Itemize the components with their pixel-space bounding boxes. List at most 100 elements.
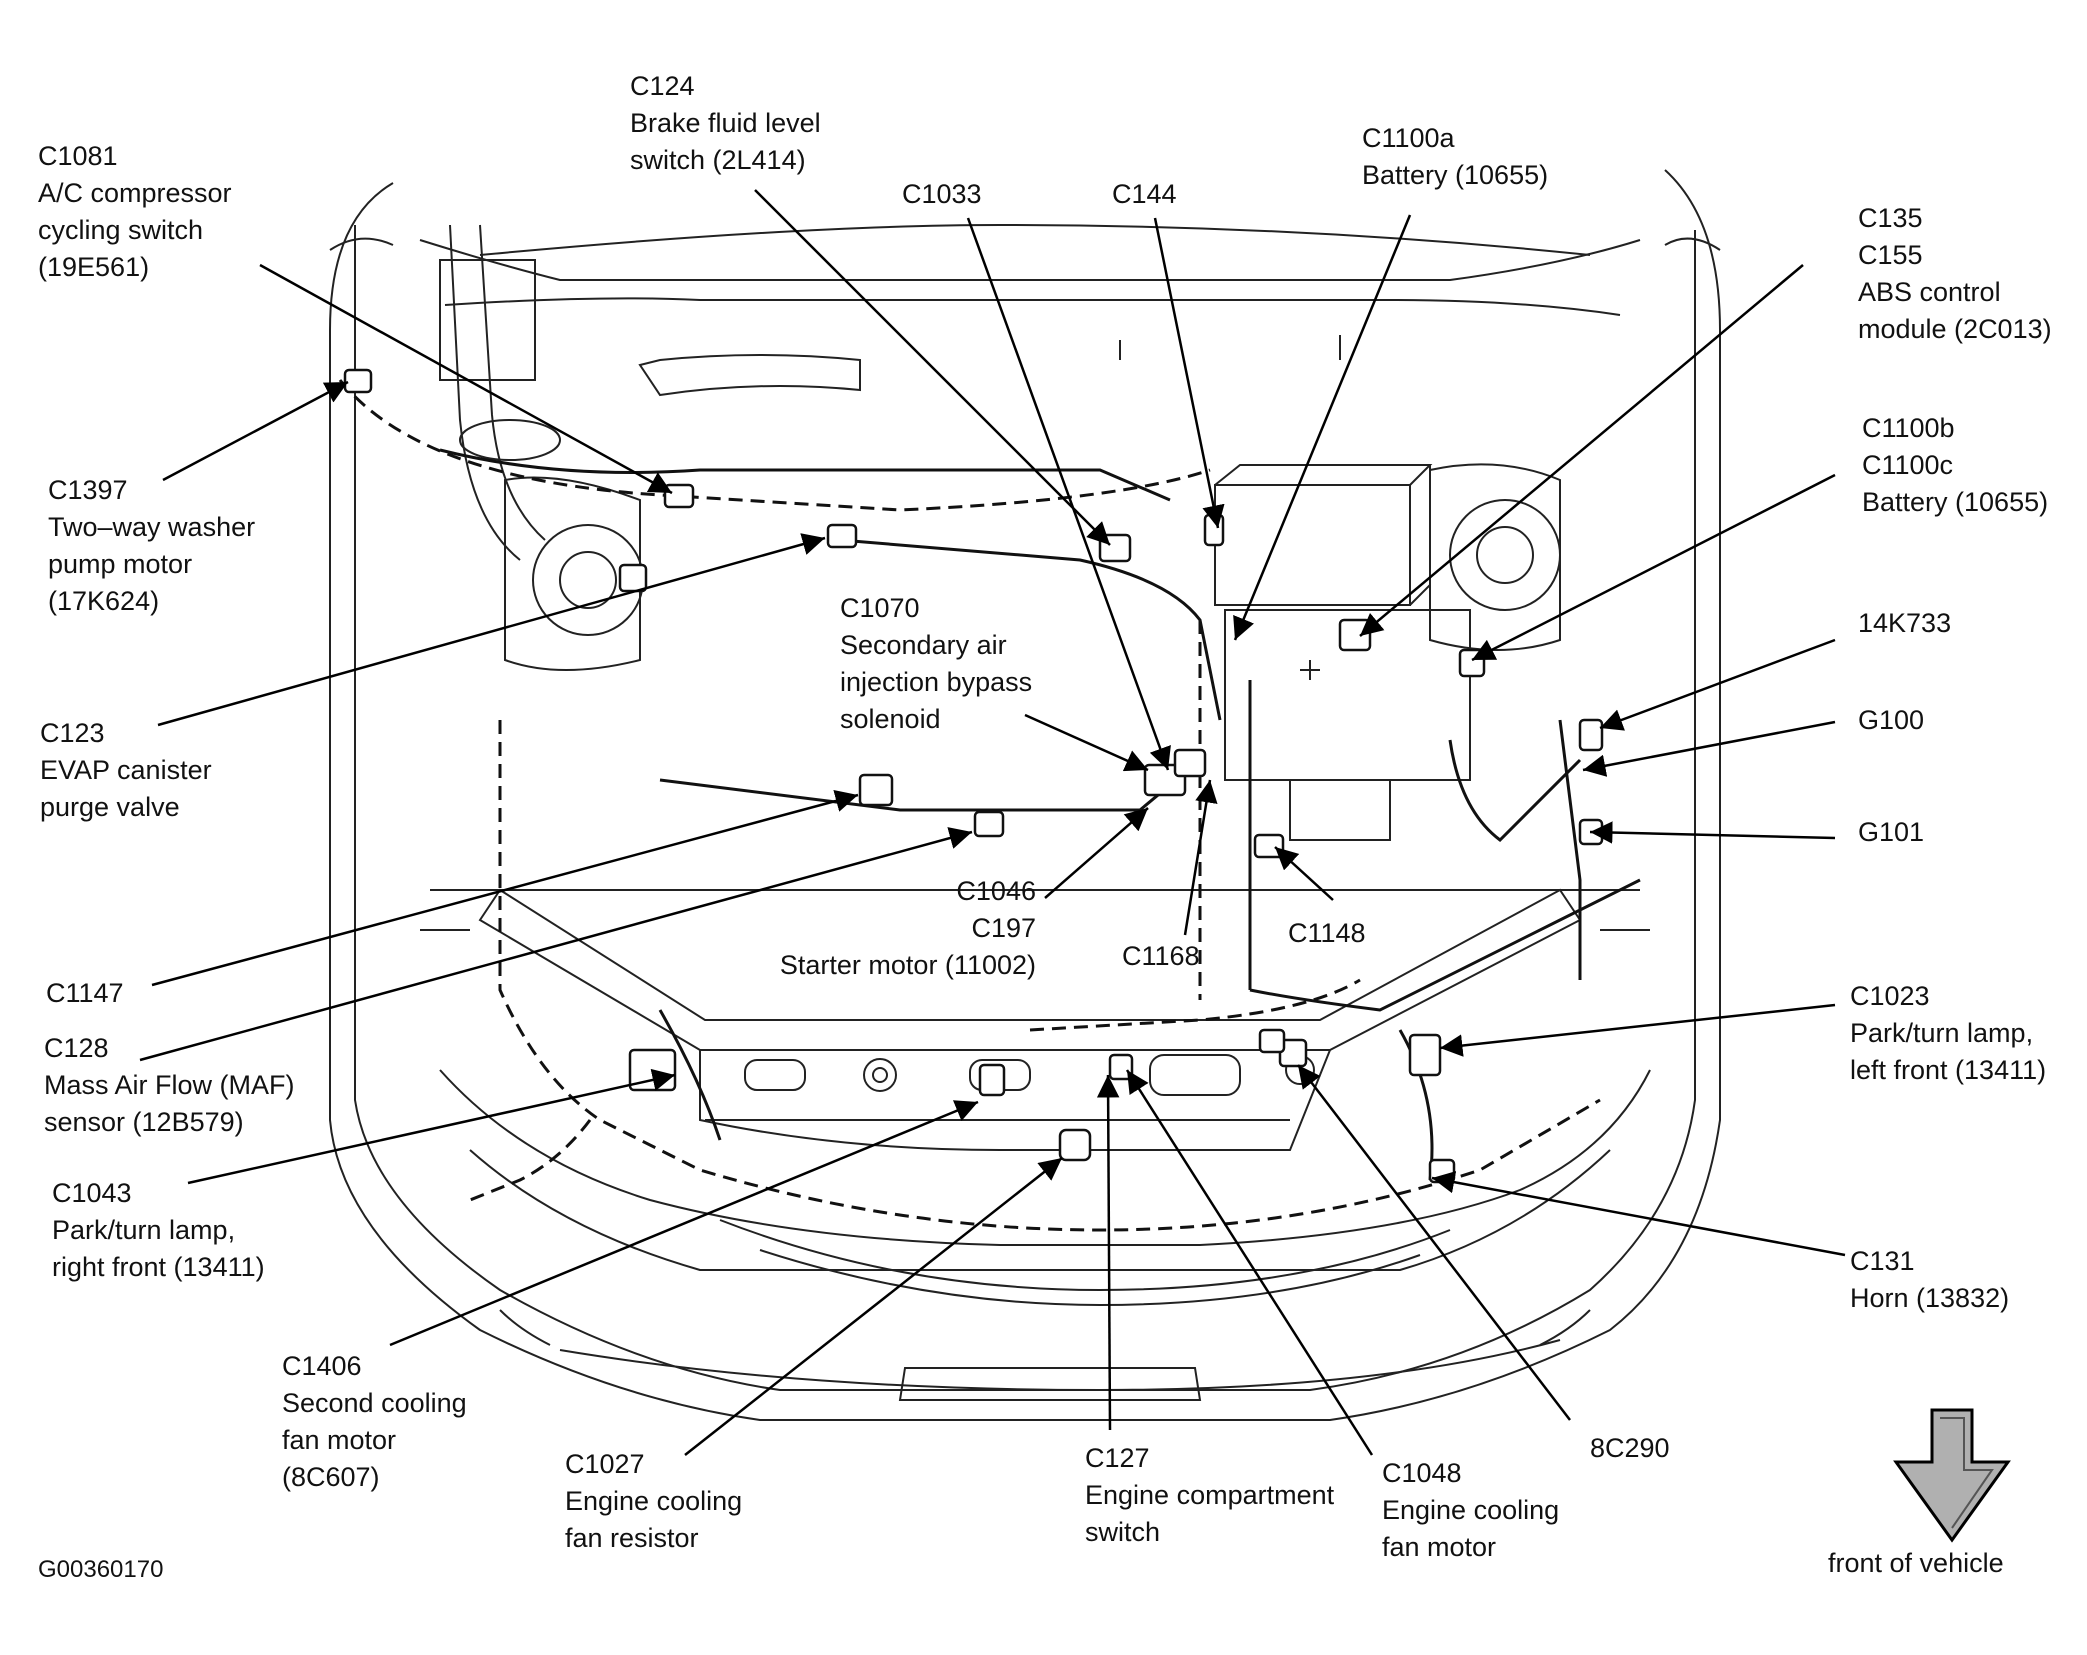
callout-c1043-line-2: Park/turn lamp, <box>52 1215 236 1245</box>
callout-c1070-line-3: injection bypass <box>840 667 1033 697</box>
callout-c124-line-1: C124 <box>630 71 695 101</box>
callout-c1081-line-1: C1081 <box>38 141 118 171</box>
callout-c135-line-4: module (2C013) <box>1858 314 2052 344</box>
callout-c128-line-2: Mass Air Flow (MAF) <box>44 1070 295 1100</box>
callout-14k733: 14K733 <box>1858 605 1951 642</box>
callout-c1046: C1046 C197 Starter motor (11002) <box>760 873 1036 984</box>
callout-g101-line-1: G101 <box>1858 817 1925 847</box>
leader-c1070 <box>1024 713 1149 772</box>
callout-c1081: C1081 A/C compressor cycling switch (19E… <box>38 138 232 286</box>
callout-c1397-line-4: (17K624) <box>48 586 160 616</box>
callout-c135-line-3: ABS control <box>1858 277 2001 307</box>
callout-c124-line-3: switch (2L414) <box>630 145 806 175</box>
leader-g100 <box>1582 720 1836 777</box>
callout-c1023-line-3: left front (13411) <box>1850 1055 2047 1085</box>
callout-c1046-line-3: Starter motor (11002) <box>779 950 1036 980</box>
callout-c1100a-line-2: Battery (10655) <box>1362 160 1549 190</box>
leader-c135 <box>1359 264 1804 637</box>
callout-c1148-line-1: C1148 <box>1288 918 1366 948</box>
leader-c1397 <box>162 380 349 482</box>
callout-c1070: C1070 Secondary air injection bypass sol… <box>840 590 1032 738</box>
callout-c1027-line-1: C1027 <box>565 1449 645 1479</box>
leader-c1100b <box>1471 473 1836 662</box>
leader-c1148 <box>1274 846 1334 901</box>
connector-bodies <box>343 368 1604 1184</box>
callout-c1397-line-3: pump motor <box>48 549 193 579</box>
callout-c131-line-1: C131 <box>1850 1246 1915 1276</box>
callout-c1023-line-1: C1023 <box>1850 981 1930 1011</box>
callout-c1081-line-2: A/C compressor <box>38 178 232 208</box>
leader-c1147 <box>151 789 859 987</box>
callout-c127: C127 Engine compartment switch <box>1085 1440 1334 1551</box>
leader-8c290 <box>1297 1064 1571 1421</box>
callout-c1147-line-1: C1147 <box>46 978 124 1008</box>
callout-c144: C144 <box>1112 176 1177 213</box>
callout-c1100b-line-1: C1100b <box>1862 413 1955 443</box>
leader-c1046 <box>1044 807 1149 899</box>
callout-c123-line-1: C123 <box>40 718 105 748</box>
callout-c1043-line-1: C1043 <box>52 1178 132 1208</box>
leader-c1048 <box>1125 1069 1374 1456</box>
leader-c1043 <box>187 1068 676 1185</box>
callout-c1406-line-2: Second cooling <box>282 1388 467 1418</box>
callout-c1168: C1168 <box>1122 938 1200 975</box>
leader-c1027 <box>684 1157 1063 1456</box>
callout-c1070-line-2: Secondary air <box>840 630 1007 660</box>
callout-c1406-line-3: fan motor <box>282 1425 397 1455</box>
callout-c131-line-2: Horn (13832) <box>1850 1283 2010 1313</box>
callout-c128-line-3: sensor (12B579) <box>44 1107 244 1137</box>
callout-c124: C124 Brake fluid level switch (2L414) <box>630 68 821 179</box>
callout-c1100a-line-1: C1100a <box>1362 123 1455 153</box>
leader-lines <box>139 189 1846 1456</box>
wiring-harness <box>338 379 1641 1232</box>
leader-c1033 <box>966 217 1171 771</box>
leader-c131 <box>1431 1171 1846 1257</box>
leader-c1406 <box>389 1100 979 1347</box>
front-of-vehicle-arrow-icon <box>1893 1408 2011 1543</box>
callout-c135-line-2: C155 <box>1858 240 1923 270</box>
leader-c123 <box>157 533 826 727</box>
callout-c124-line-2: Brake fluid level <box>630 108 821 138</box>
callout-c1033-line-1: C1033 <box>902 179 982 209</box>
leader-c144 <box>1153 217 1225 529</box>
callout-c1043: C1043 Park/turn lamp, right front (13411… <box>52 1175 265 1286</box>
callout-c128: C128 Mass Air Flow (MAF) sensor (12B579) <box>44 1030 295 1141</box>
callout-c1027-line-2: Engine cooling <box>565 1486 743 1516</box>
callout-c144-line-1: C144 <box>1112 179 1177 209</box>
callout-c1397-line-1: C1397 <box>48 475 128 505</box>
leader-g101 <box>1589 821 1836 844</box>
callout-c1048-line-1: C1048 <box>1382 1458 1462 1488</box>
air-intake-and-reservoir <box>439 224 561 561</box>
leader-c1081 <box>259 263 673 495</box>
callout-c1397: C1397 Two–way washer pump motor (17K624) <box>48 472 255 620</box>
leader-c127 <box>1096 1074 1120 1431</box>
callout-c1048-line-3: fan motor <box>1382 1532 1497 1562</box>
callout-c1397-line-2: Two–way washer <box>48 512 256 542</box>
leader-c1100a <box>1233 214 1412 641</box>
callout-8c290-line-1: 8C290 <box>1590 1433 1670 1463</box>
callout-c1046-line-2: C197 <box>971 913 1036 943</box>
battery-tray <box>1214 464 1471 841</box>
callout-c123: C123 EVAP canister purge valve <box>40 715 212 826</box>
leader-c128 <box>139 827 973 1062</box>
callout-c1048: C1048 Engine cooling fan motor <box>1382 1455 1559 1566</box>
callout-c131: C131 Horn (13832) <box>1850 1243 2009 1317</box>
callout-c1406-line-1: C1406 <box>282 1351 362 1381</box>
callout-g100: G100 <box>1858 702 1924 739</box>
leader-c124 <box>754 189 1111 546</box>
callout-c1100b: C1100b C1100c Battery (10655) <box>1862 410 2048 521</box>
callout-c1027-line-3: fan resistor <box>565 1523 699 1553</box>
callout-c127-line-1: C127 <box>1085 1443 1150 1473</box>
vehicle-body-outline <box>329 169 1721 1421</box>
leader-c1023 <box>1439 1003 1836 1057</box>
callout-c1406: C1406 Second cooling fan motor (8C607) <box>282 1348 467 1496</box>
callout-c1070-line-1: C1070 <box>840 593 920 623</box>
callout-c1027: C1027 Engine cooling fan resistor <box>565 1446 742 1557</box>
callout-c123-line-3: purge valve <box>40 792 180 822</box>
figure-id: G00360170 <box>38 1556 164 1583</box>
leader-c1168 <box>1183 779 1218 936</box>
callout-c1081-line-4: (19E561) <box>38 252 150 282</box>
callout-c135-line-1: C135 <box>1858 203 1923 233</box>
callout-c1023: C1023 Park/turn lamp, left front (13411) <box>1850 978 2046 1089</box>
